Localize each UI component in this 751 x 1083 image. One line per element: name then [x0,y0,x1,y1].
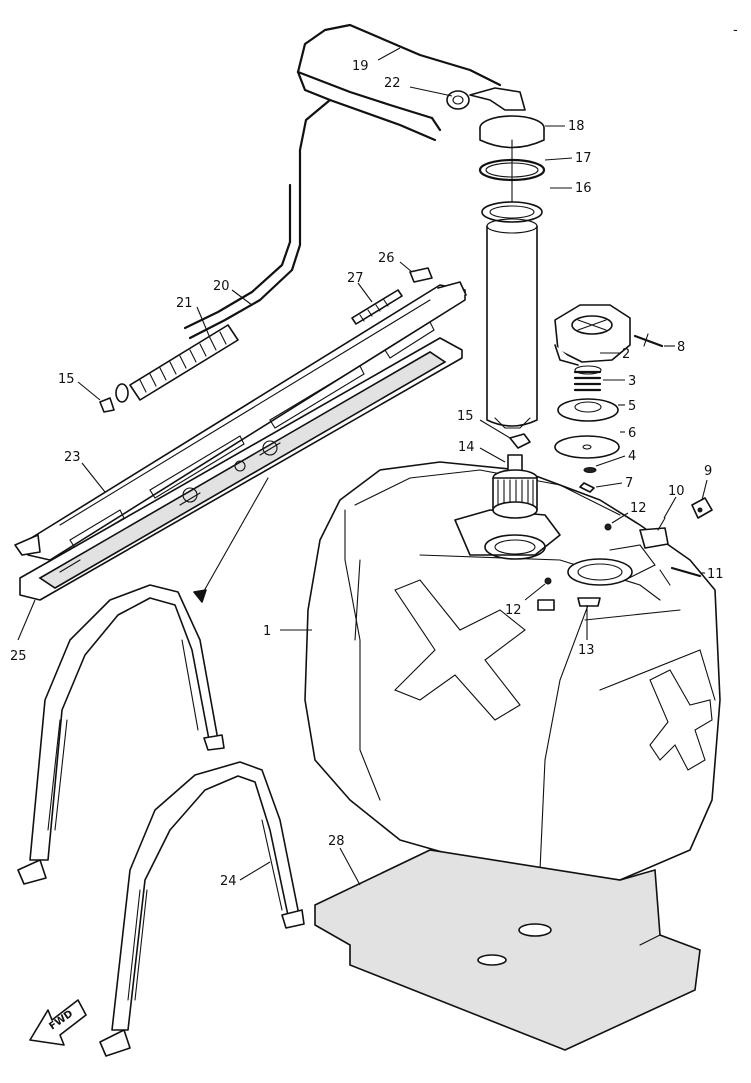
label-1: 1 [263,624,271,639]
label-20: 20 [213,279,230,294]
fuel-tank [304,461,721,881]
label-13: 13 [578,643,595,658]
label-19: 19 [352,59,369,74]
bolt-11 [670,566,702,578]
assembly-arrow-head [193,589,207,603]
part-labels: 1 2 3 4 4 5 6 7 8 9 10 11 12 12 13 14 15… [10,23,738,889]
label-23: 23 [64,450,81,465]
foam-mat [314,849,701,1051]
screw-12a [604,523,612,531]
mounting-rail [14,281,467,561]
corner-mark: - [733,23,738,38]
label-2: 2 [622,347,630,362]
hose-spring [115,324,239,403]
screw-12b [544,577,552,585]
label-12a: 12 [630,501,647,516]
label-8: 8 [677,340,685,355]
cap-seat [557,398,619,422]
fuel-sender-cap [469,87,545,149]
spring [573,365,602,392]
nut-26 [409,267,433,283]
pin [633,333,664,348]
pickup-tube [481,139,543,429]
hose-clamp [446,90,470,110]
label-18: 18 [568,119,585,134]
bracket-9 [691,497,713,519]
label-12b: 12 [505,603,522,618]
label-4: 4 [628,449,636,464]
label-28: 28 [328,834,345,849]
label-22: 22 [384,76,401,91]
label-27: 27 [347,271,364,286]
label-9: 9 [704,464,712,479]
assembly-arrow-line [199,477,269,599]
label-25: 25 [10,649,27,664]
gasket-disc [554,435,620,459]
label-11: 11 [707,567,724,582]
label-5: 5 [628,399,636,414]
vent-hose-loop [296,23,502,187]
forward-direction-arrow: FWD [29,999,87,1046]
clip-lower [99,397,115,413]
label-3: 3 [628,374,636,389]
bolt-27 [351,289,403,325]
label-15a: 15 [457,409,474,424]
label-24: 24 [220,874,237,889]
label-10: 10 [668,484,685,499]
pipe-tray [19,337,463,601]
small-screw [579,482,595,493]
label-15b: 15 [58,372,75,387]
filler-hose [183,183,302,340]
leader-lines [17,47,708,886]
small-washer [583,467,597,473]
tank-strap-upper [17,584,225,885]
clip-13 [577,597,601,607]
bracket-10 [639,517,669,549]
fuel-filter [492,454,538,519]
label-26: 26 [378,251,395,266]
label-14: 14 [458,440,475,455]
tank-strap-lower [99,761,305,1057]
label-7: 7 [625,476,633,491]
label-16: 16 [575,181,592,196]
label-21: 21 [176,296,193,311]
clip-upper [509,433,531,449]
fuel-cap [554,304,631,366]
label-6: 6 [628,426,636,441]
label-17: 17 [575,151,592,166]
